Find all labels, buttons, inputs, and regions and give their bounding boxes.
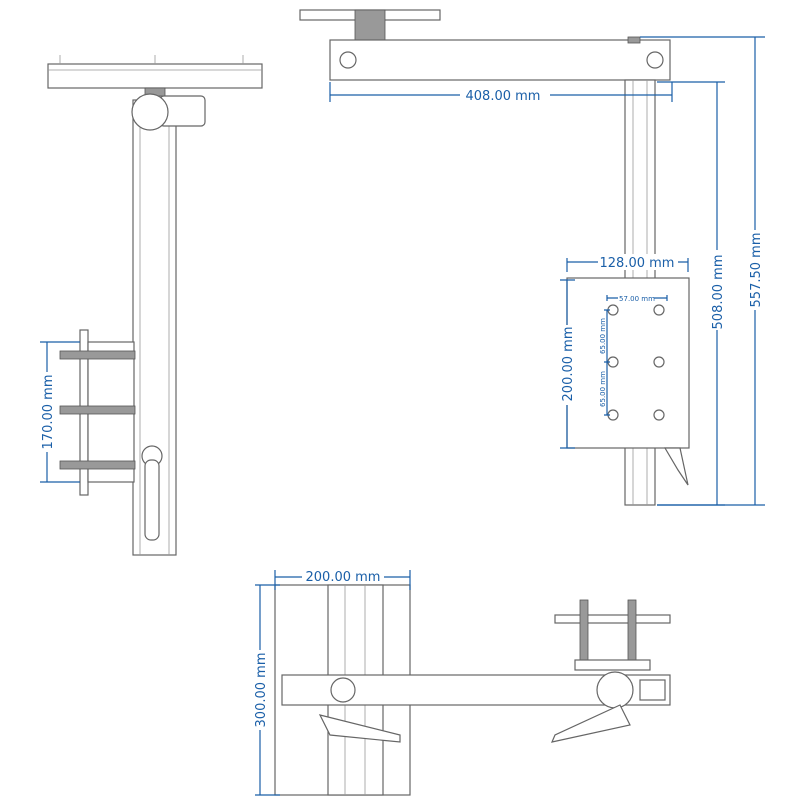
top-view xyxy=(299,9,765,506)
clamp-bolts xyxy=(59,350,136,470)
dim-hole-v-spacing-2: 65.00 mm xyxy=(599,371,607,407)
dim-base-width: 200.00 mm xyxy=(306,570,381,585)
dim-arm-length: 408.00 mm xyxy=(466,89,541,104)
dim-base-height: 300.00 mm xyxy=(254,653,269,728)
side-view xyxy=(40,55,263,556)
dim-plate-width: 128.00 mm xyxy=(600,256,675,271)
dim-side-clamp-height: 170.00 mm xyxy=(41,375,56,450)
dim-post-height: 508.00 mm xyxy=(711,255,726,330)
dim-hole-h-spacing: 57.00 mm xyxy=(619,295,655,303)
dim-total-height: 557.50 mm xyxy=(749,233,764,308)
bottom-view xyxy=(255,570,671,796)
dim-plate-height: 200.00 mm xyxy=(561,327,576,402)
dim-hole-v-spacing-1: 65.00 mm xyxy=(599,318,607,354)
